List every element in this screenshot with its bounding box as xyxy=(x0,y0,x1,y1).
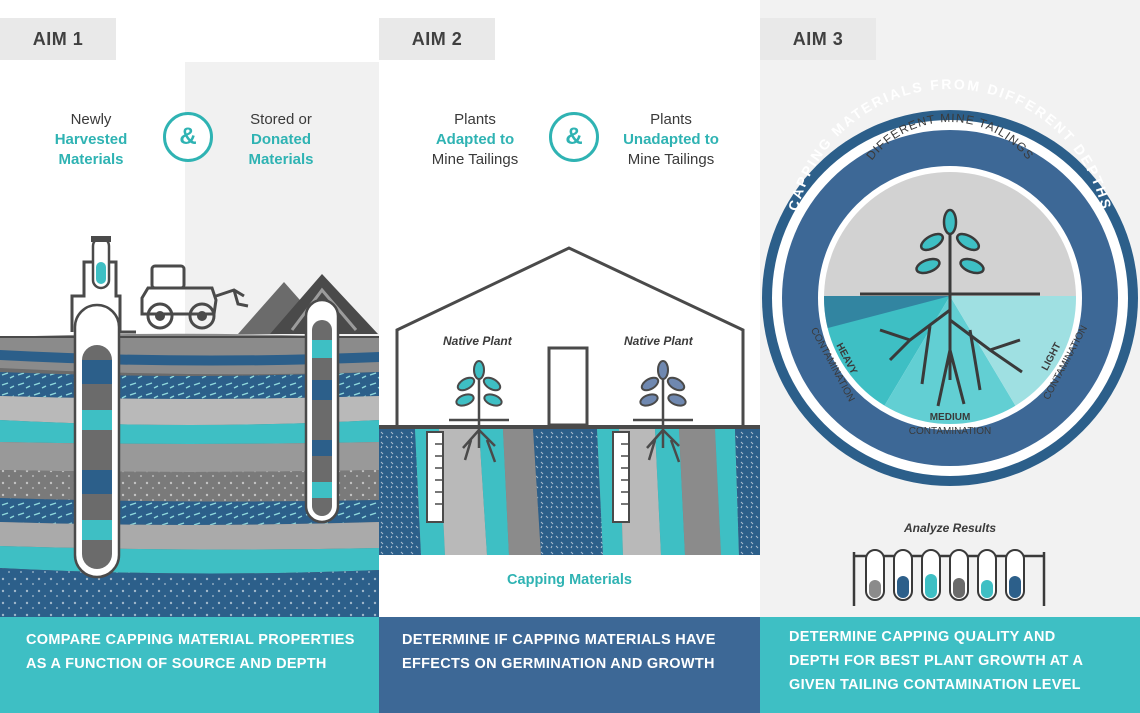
medium-contamination-label: CONTAMINATION xyxy=(909,426,991,437)
footer-line: AS A FUNCTION OF SOURCE AND DEPTH xyxy=(26,656,327,672)
aim-1-footer: COMPARE CAPPING MATERIAL PROPERTIES AS A… xyxy=(0,617,379,713)
footer-line: COMPARE CAPPING MATERIAL PROPERTIES xyxy=(26,632,355,648)
label-line: Adapted to xyxy=(435,131,515,148)
aim-2-tab: AIM 2 xyxy=(379,18,495,60)
label-line: Materials xyxy=(58,151,124,168)
label-line: Mine Tailings xyxy=(627,151,715,168)
adapted-plants-label: Plants Adapted to Mine Tailings xyxy=(419,110,531,170)
footer-line: GIVEN TAILING CONTAMINATION LEVEL xyxy=(789,677,1081,693)
capping-materials-label: Capping Materials xyxy=(507,572,632,588)
label-line: Unadapted to xyxy=(623,131,719,148)
aim-3-tab: AIM 3 xyxy=(760,18,876,60)
aim-3-footer: DETERMINE CAPPING QUALITY AND DEPTH FOR … xyxy=(760,617,1140,713)
label-line: Plants xyxy=(650,111,692,128)
label-line: Newly xyxy=(70,111,112,128)
footer-line: DEPTH FOR BEST PLANT GROWTH AT A xyxy=(789,653,1084,669)
aim-2-panel: AIM 2 Plants Adapted to Mine Tailings & … xyxy=(379,0,760,713)
native-plant-label-left: Native Plant xyxy=(443,334,512,348)
label-line: Mine Tailings xyxy=(431,151,519,168)
label-line: Donated xyxy=(251,131,311,148)
label-line: Stored or xyxy=(250,111,312,128)
footer-line: EFFECTS ON GERMINATION AND GROWTH xyxy=(402,656,715,672)
aim-1-illustration xyxy=(0,62,379,617)
ampersand-icon: & xyxy=(163,112,213,162)
newly-harvested-label: Newly Harvested Materials xyxy=(36,110,146,170)
label-line: Materials xyxy=(248,151,314,168)
aim-3-illustration: CAPPING MATERIALS FROM DIFFERENT DEPTHS … xyxy=(762,76,1138,606)
aim-2-illustration xyxy=(379,246,760,555)
native-plant-label-right: Native Plant xyxy=(624,334,693,348)
footer-line: DETERMINE CAPPING QUALITY AND xyxy=(789,629,1056,645)
aim-1-tab: AIM 1 xyxy=(0,18,116,60)
aim-2-footer: DETERMINE IF CAPPING MATERIALS HAVE EFFE… xyxy=(379,617,760,713)
footer-line: DETERMINE IF CAPPING MATERIALS HAVE xyxy=(402,632,716,648)
test-tube-rack-icon xyxy=(852,549,1046,606)
unadapted-plants-label: Plants Unadapted to Mine Tailings xyxy=(611,110,731,170)
stored-donated-label: Stored or Donated Materials xyxy=(226,110,336,170)
medium-label: MEDIUM xyxy=(930,412,971,423)
analyze-results-label: Analyze Results xyxy=(903,521,997,535)
label-line: Plants xyxy=(454,111,496,128)
label-line: Harvested xyxy=(54,131,128,148)
aim-3-panel: CAPPING MATERIALS FROM DIFFERENT DEPTHS … xyxy=(760,0,1140,713)
aim-1-panel: AIM 1 Newly Harvested Materials & Stored… xyxy=(0,0,379,713)
ampersand-icon: & xyxy=(549,112,599,162)
